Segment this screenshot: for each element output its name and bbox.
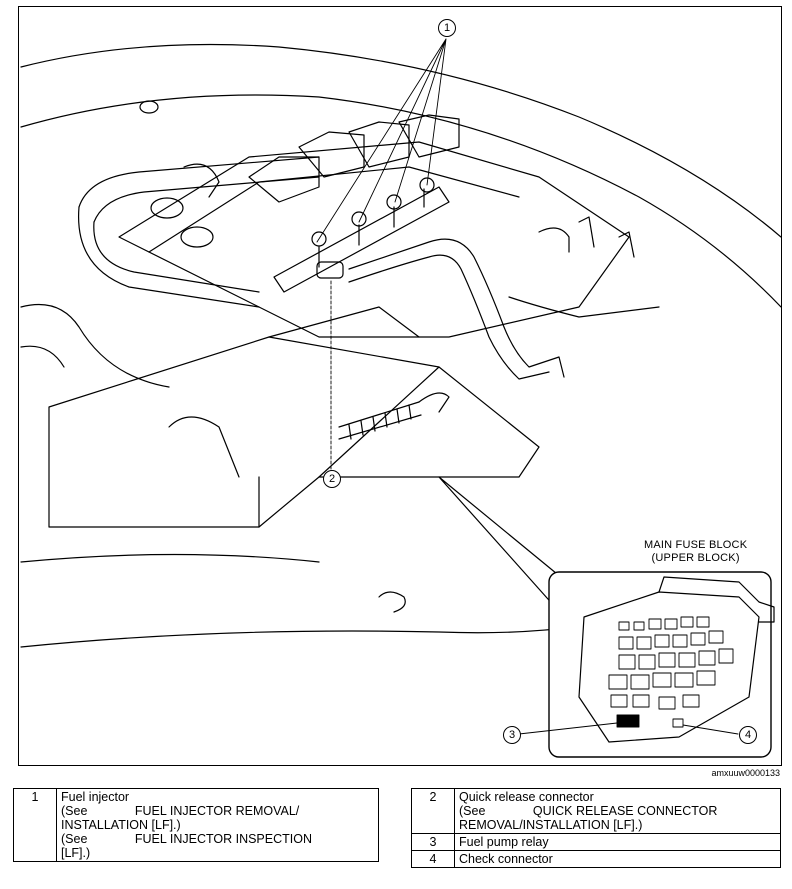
see-label: (See xyxy=(459,804,486,818)
callout-2: 2 xyxy=(323,470,341,488)
legend-number: 4 xyxy=(411,850,455,868)
fuse-block-title-line2: (UPPER BLOCK) xyxy=(651,552,740,564)
legend-reference-cont: [LF].) xyxy=(61,846,91,860)
fuse-block-title-line1: MAIN FUSE BLOCK xyxy=(644,539,748,551)
fuse-block-title: MAIN FUSE BLOCK (UPPER BLOCK) xyxy=(644,539,747,565)
table-row: 2 Quick release connector (See QUICK REL… xyxy=(411,788,781,834)
legend-description: Fuel injector (See FUEL INJECTOR REMOVAL… xyxy=(56,788,379,862)
table-row: 1 Fuel injector (See FUEL INJECTOR REMOV… xyxy=(13,788,379,862)
legend-number: 2 xyxy=(411,788,455,834)
reference-link[interactable]: FUEL INJECTOR INSPECTION xyxy=(134,832,312,846)
reference-link[interactable]: FUEL INJECTOR REMOVAL/ xyxy=(134,804,300,818)
engine-bay-diagram: 1 2 3 4 MAIN FUSE BLOCK (UPPER BLOCK) xyxy=(18,6,782,766)
legend-reference: (See FUEL INJECTOR REMOVAL/ xyxy=(61,804,374,818)
legend-reference: (See QUICK RELEASE CONNECTOR xyxy=(459,804,776,818)
image-code: amxuuw0000133 xyxy=(711,768,780,778)
legend-item-name: Quick release connector xyxy=(459,790,594,804)
legend-description: Quick release connector (See QUICK RELEA… xyxy=(454,788,781,834)
engine-bay-drawing xyxy=(20,38,781,758)
callout-3: 3 xyxy=(503,726,521,744)
legend-number: 1 xyxy=(13,788,57,862)
callout-1: 1 xyxy=(438,19,456,37)
see-label: (See xyxy=(61,804,88,818)
legend-number: 3 xyxy=(411,833,455,851)
see-label: (See xyxy=(61,832,88,846)
legend-reference-cont: INSTALLATION [LF].) xyxy=(61,818,181,832)
legend-reference: (See FUEL INJECTOR INSPECTION xyxy=(61,832,374,846)
legend-item-name: Fuel injector xyxy=(61,790,130,804)
reference-link[interactable]: QUICK RELEASE CONNECTOR xyxy=(532,804,718,818)
table-row: 4 Check connector xyxy=(411,850,781,868)
legend-table-left: 1 Fuel injector (See FUEL INJECTOR REMOV… xyxy=(13,788,379,862)
legend-item-name: Check connector xyxy=(454,850,781,868)
legend-table-right: 2 Quick release connector (See QUICK REL… xyxy=(411,788,781,868)
table-row: 3 Fuel pump relay xyxy=(411,833,781,851)
legend-reference-cont: REMOVAL/INSTALLATION [LF].) xyxy=(459,818,643,832)
legend-item-name: Fuel pump relay xyxy=(454,833,781,851)
callout-4: 4 xyxy=(739,726,757,744)
